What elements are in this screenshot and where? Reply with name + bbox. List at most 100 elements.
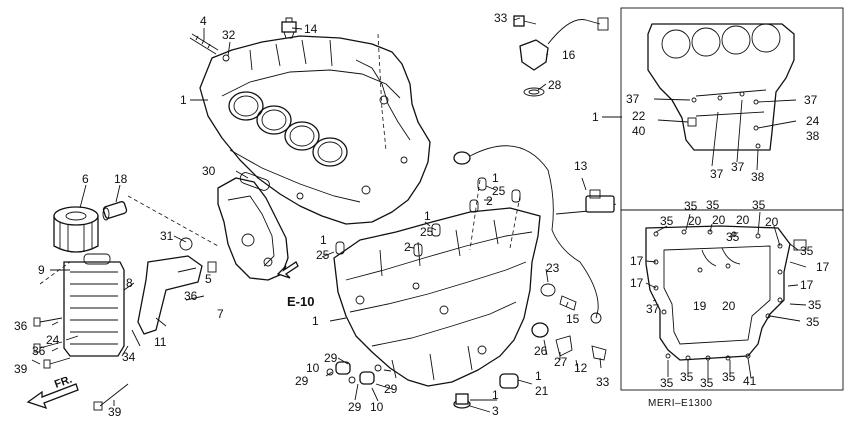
diagram-caption: MERI–E1300 [648, 398, 712, 409]
callout-10: 10 [306, 361, 320, 375]
callout-32: 32 [222, 28, 236, 42]
callout-18: 18 [114, 172, 128, 186]
callout-29: 29 [384, 382, 398, 396]
callout-1: 1 [535, 369, 542, 383]
leader-lines [31, 17, 807, 413]
direction-label: FR. [53, 373, 74, 390]
callout-1: 1 [320, 233, 327, 247]
callout-35: 35 [806, 315, 820, 329]
callout-27: 27 [554, 355, 568, 369]
callout-38: 38 [806, 129, 820, 143]
callout-36: 36 [184, 289, 198, 303]
callout-17: 17 [630, 276, 644, 290]
callout-20: 20 [688, 214, 702, 228]
callout-33: 33 [596, 375, 610, 389]
bolt-4 [189, 33, 219, 55]
callout-4: 4 [200, 14, 207, 28]
callout-37: 37 [804, 93, 818, 107]
callout-36: 36 [32, 344, 46, 358]
callout-35: 35 [700, 376, 714, 390]
callout-39: 39 [14, 362, 28, 376]
callout-15: 15 [566, 312, 580, 326]
callout-22: 22 [632, 109, 646, 123]
callout-35: 35 [684, 199, 698, 213]
oil-cooler [63, 253, 125, 357]
callout-1: 1 [180, 93, 187, 107]
callout-36: 36 [14, 319, 28, 333]
front-direction-arrow: FR. [26, 373, 79, 410]
callout-24: 24 [806, 114, 820, 128]
callout-37: 37 [626, 92, 640, 106]
callout-7: 7 [217, 307, 224, 321]
callout-16: 16 [562, 48, 576, 62]
oil-jets [531, 283, 607, 361]
callout-10: 10 [370, 400, 384, 414]
callout-29: 29 [348, 400, 362, 414]
callout-35: 35 [752, 198, 766, 212]
callout-6: 6 [82, 172, 89, 186]
callout-29: 29 [295, 374, 309, 388]
callout-35: 35 [800, 244, 814, 258]
callout-35: 35 [726, 230, 740, 244]
callout-28: 28 [548, 78, 562, 92]
callout-31: 31 [160, 229, 174, 243]
callout-17: 17 [630, 254, 644, 268]
callout-labels: 4 14 32 1 30 6 18 31 9 8 36 5 7 36 36 24… [14, 11, 830, 419]
inset-oil-pan [645, 225, 807, 361]
callout-35: 35 [680, 370, 694, 384]
callout-35: 35 [808, 298, 822, 312]
callout-3: 3 [492, 404, 499, 418]
callout-35: 35 [660, 214, 674, 228]
callout-20: 20 [765, 215, 779, 229]
callout-25: 25 [420, 225, 434, 239]
callout-14: 14 [304, 22, 318, 36]
callout-33: 33 [494, 11, 508, 25]
reference-arrow: E-10 [276, 261, 314, 309]
callout-25: 25 [316, 248, 330, 262]
callout-35: 35 [660, 376, 674, 390]
callout-30: 30 [202, 164, 216, 178]
callout-1: 1 [312, 314, 319, 328]
callout-35: 35 [722, 370, 736, 384]
callout-24: 24 [46, 333, 60, 347]
washer-32 [222, 54, 230, 62]
callout-38: 38 [751, 170, 765, 184]
callout-29: 29 [324, 351, 338, 365]
reference-label: E-10 [287, 294, 314, 309]
callout-11: 11 [154, 335, 167, 349]
callout-8: 8 [126, 276, 133, 290]
callout-20: 20 [736, 213, 750, 227]
callout-9: 9 [38, 263, 45, 277]
callout-26: 26 [534, 344, 548, 358]
wire-harness [453, 145, 617, 324]
bolt-33 [513, 15, 537, 27]
oil-filter-boss [102, 201, 128, 221]
oil-pipe [137, 237, 203, 335]
callout-35: 35 [706, 198, 720, 212]
callout-25: 25 [492, 184, 506, 198]
callout-23: 23 [546, 261, 560, 275]
callout-37: 37 [731, 160, 745, 174]
alignment-lines [39, 33, 521, 285]
callout-2: 2 [404, 240, 411, 254]
callout-39: 39 [108, 405, 122, 419]
speed-sensor [519, 17, 609, 97]
plug-21 [499, 373, 519, 389]
callout-17: 17 [816, 260, 830, 274]
callout-1: 1 [492, 388, 499, 402]
callout-13: 13 [574, 159, 588, 173]
lower-crankcase [333, 207, 541, 387]
callout-1: 1 [592, 110, 599, 124]
callout-41: 41 [743, 374, 757, 388]
drain-bolt-3 [453, 393, 471, 409]
callout-1: 1 [424, 209, 431, 223]
callout-37: 37 [646, 302, 660, 316]
oil-pressure-switch-14 [281, 17, 297, 39]
inset-upper-case [647, 23, 795, 151]
dowel-pins [335, 177, 521, 257]
callout-2: 2 [486, 194, 493, 208]
callout-5: 5 [205, 272, 212, 286]
callout-19: 19 [693, 299, 707, 313]
oil-orifices-10 [326, 361, 382, 385]
callout-20: 20 [722, 299, 736, 313]
